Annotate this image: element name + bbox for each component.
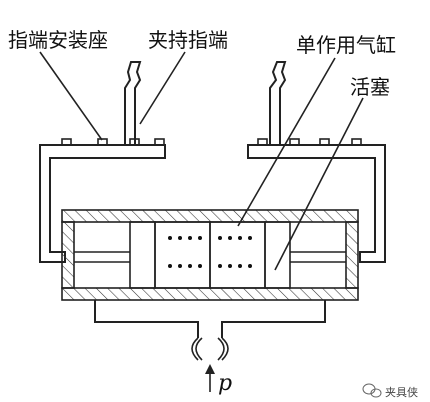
watermark: 夹具侠: [362, 383, 418, 399]
label-single-cylinder: 单作用气缸: [296, 33, 396, 57]
air-dots: [168, 236, 252, 268]
piston-rods: [74, 251, 346, 263]
left-clamp-finger: [124, 61, 142, 145]
pressure-arrow: [205, 364, 215, 392]
label-finger-seat: 指端安装座: [8, 28, 108, 52]
wechat-icon: [362, 383, 382, 398]
right-clamp-finger: [269, 61, 287, 145]
right-finger-seat: [247, 138, 386, 263]
watermark-text: 夹具侠: [385, 386, 418, 399]
label-piston: 活塞: [350, 75, 390, 99]
left-piston: [129, 221, 211, 289]
right-piston: [209, 221, 291, 289]
left-finger-seat: [39, 138, 166, 263]
leader-lines: [39, 51, 364, 271]
air-channel: [94, 300, 326, 361]
label-clamp-finger: 夹持指端: [148, 28, 228, 52]
label-pressure: p: [218, 371, 232, 396]
